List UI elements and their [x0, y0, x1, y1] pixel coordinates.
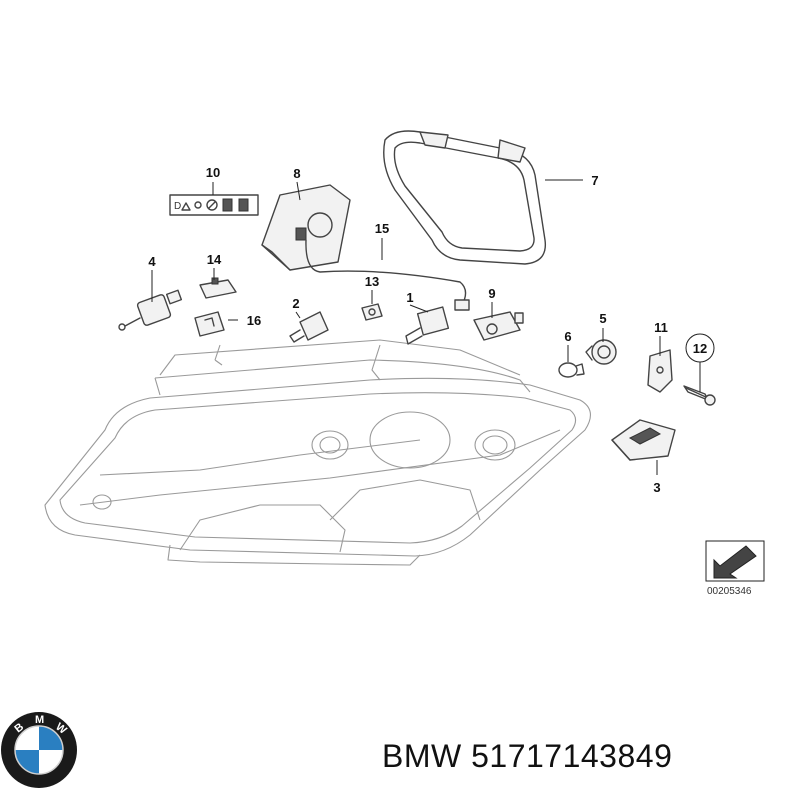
callout-16: 16 — [247, 313, 261, 328]
callout-10: 10 — [206, 165, 220, 180]
svg-text:M: M — [35, 714, 44, 726]
part-number-label: BMW 51717143849 — [382, 738, 673, 774]
callout-5: 5 — [599, 311, 606, 326]
leader-lines — [151, 179, 701, 475]
callout-12: 12 — [693, 341, 707, 356]
callout-15: 15 — [375, 221, 389, 236]
part-6-bulb — [558, 362, 585, 378]
callout-2: 2 — [292, 296, 299, 311]
callout-14: 14 — [207, 252, 222, 267]
part-4-motor — [118, 289, 183, 331]
part-8-ballast — [261, 184, 351, 271]
reference-box: 00205346 — [705, 540, 765, 597]
callout-9: 9 — [488, 286, 495, 301]
part-5-socket — [585, 339, 617, 365]
part-15-cable — [305, 239, 470, 311]
part-13-grommet — [361, 303, 383, 321]
part-16-clip — [194, 311, 225, 337]
callout-12-ring — [685, 333, 715, 363]
callout-1: 1 — [406, 290, 413, 305]
svg-text:D: D — [174, 201, 181, 212]
part-10-label: D — [169, 194, 259, 216]
headlamp-housing — [44, 339, 591, 566]
arrow-icon — [713, 545, 757, 579]
reference-code: 00205346 — [707, 586, 752, 597]
part-11-bracket — [647, 349, 673, 393]
callout-13: 13 — [365, 274, 379, 289]
callout-4: 4 — [148, 254, 156, 269]
part-9-socket — [473, 311, 524, 341]
part-3-module — [611, 419, 676, 461]
bmw-roundel-icon: B M W — [1, 712, 77, 788]
part-14-bracket — [199, 277, 237, 299]
callout-3: 3 — [653, 480, 660, 495]
callout-11: 11 — [654, 320, 668, 335]
part-2-bulb — [289, 311, 329, 343]
callout-8: 8 — [293, 166, 300, 181]
part-1-bulb — [405, 306, 450, 345]
part-12-screw — [683, 385, 716, 406]
part-7-cover — [383, 130, 547, 265]
callout-6: 6 — [564, 329, 571, 344]
callouts: 10 8 7 15 4 14 13 2 1 9 16 5 6 11 12 3 — [148, 165, 715, 495]
callout-7: 7 — [591, 173, 598, 188]
